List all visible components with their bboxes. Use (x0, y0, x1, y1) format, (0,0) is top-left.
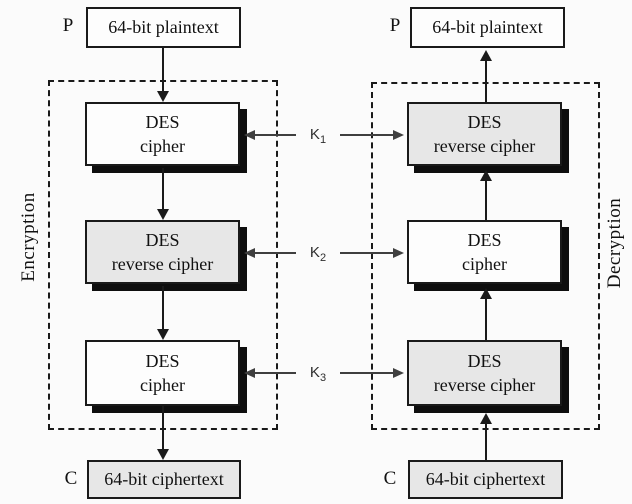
plaintext-p-label-right: P (389, 15, 401, 36)
dec-stage-3-des-reverse-cipher-box: DES reverse cipher (407, 340, 562, 406)
plaintext-box-left: 64-bit plaintext (86, 7, 241, 48)
stage-line1: DES (145, 112, 180, 132)
stage-line2: reverse cipher (433, 136, 536, 156)
stage-line2: cipher (462, 254, 507, 274)
arrow-left-icon (244, 130, 255, 140)
key-subscript: 2 (319, 252, 327, 264)
stage-line1: DES (467, 351, 502, 371)
key-base: K (309, 126, 320, 143)
flow-line (162, 406, 164, 451)
arrow-right-icon (393, 248, 404, 258)
flow-line (485, 60, 487, 102)
ciphertext-c-label-left: C (64, 468, 78, 489)
stage-line2: cipher (140, 136, 185, 156)
arrow-up-icon (480, 50, 492, 61)
stage-line1: DES (467, 230, 502, 250)
flow-line (162, 286, 164, 331)
key-k2-label: K2 (296, 242, 340, 264)
dec-stage-2-des-cipher-box: DES cipher (407, 220, 562, 284)
stage-line1: DES (145, 351, 180, 371)
flow-line (485, 423, 487, 460)
stage-line1: DES (467, 112, 502, 132)
arrow-right-icon (393, 130, 404, 140)
ciphertext-box-left: 64-bit ciphertext (87, 460, 241, 499)
flow-line (485, 298, 487, 340)
stage-line2: cipher (140, 375, 185, 395)
arrow-up-icon (480, 413, 492, 424)
arrow-down-icon (157, 329, 169, 340)
enc-stage-1-des-cipher-box: DES cipher (85, 102, 240, 166)
enc-stage-2-des-reverse-cipher-box: DES reverse cipher (85, 220, 240, 284)
flow-line (485, 180, 487, 220)
plaintext-p-label-left: P (62, 15, 74, 36)
arrow-up-icon (480, 288, 492, 299)
stage-line1: DES (145, 230, 180, 250)
encryption-region-label: Encryption (18, 192, 39, 282)
key-k1-label: K1 (296, 124, 340, 146)
key-subscript: 1 (319, 134, 327, 146)
arrow-down-icon (157, 449, 169, 460)
arrow-left-icon (244, 368, 255, 378)
flow-line (162, 48, 164, 93)
stage-line2: reverse cipher (433, 375, 536, 395)
key-base: K (309, 244, 320, 261)
key-base: K (309, 364, 320, 381)
enc-stage-3-des-cipher-box: DES cipher (85, 340, 240, 406)
flow-line (162, 168, 164, 211)
key-k3-label: K3 (296, 362, 340, 384)
dec-stage-1-des-reverse-cipher-box: DES reverse cipher (407, 102, 562, 166)
ciphertext-c-label-right: C (383, 468, 397, 489)
ciphertext-box-right: 64-bit ciphertext (408, 460, 563, 499)
key-subscript: 3 (319, 372, 327, 384)
arrow-down-icon (157, 209, 169, 220)
stage-line2: reverse cipher (111, 254, 214, 274)
arrow-left-icon (244, 248, 255, 258)
arrow-down-icon (157, 91, 169, 102)
arrow-up-icon (480, 170, 492, 181)
decryption-region-label: Decryption (604, 197, 625, 289)
plaintext-box-right: 64-bit plaintext (410, 7, 565, 48)
arrow-right-icon (393, 368, 404, 378)
